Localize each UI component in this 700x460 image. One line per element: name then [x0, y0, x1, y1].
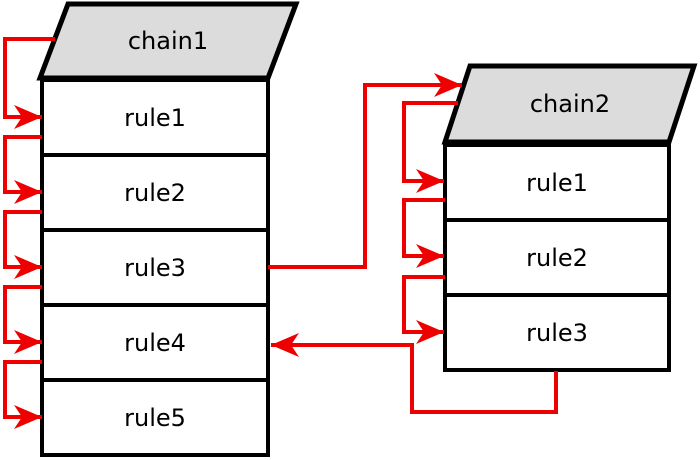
arrow-jump-chain1-rule3-to-chain2: [268, 73, 462, 269]
chain2-rule2-label: rule2: [526, 244, 588, 272]
chain1-rule4-label: rule4: [124, 329, 186, 357]
chain-headers: [36, 1, 698, 145]
chain1-rule2-label: rule2: [124, 179, 186, 207]
arrow-chain1-rule2-to-rule3: [3, 210, 42, 279]
rule-boxes: [40, 78, 671, 457]
chain2-title: chain2: [530, 90, 610, 118]
chain2-rule3-label: rule3: [526, 319, 588, 347]
flow-arrows: [3, 37, 558, 429]
chain2-rule3-box: [443, 293, 671, 372]
arrow-chain1-rule3-to-rule4: [3, 285, 42, 354]
arrow-return-chain2-to-chain1-rule4: [271, 333, 558, 414]
chain2-header-shape: [441, 63, 698, 145]
arrow-chain1-start-to-rule1: [3, 37, 55, 129]
arrow-chain1-rule1-to-rule2: [3, 135, 42, 204]
arrow-chain2-start-to-rule1: [402, 101, 458, 193]
chain2-rule2-box: [443, 218, 671, 297]
arrow-chain2-rule2-to-rule3: [402, 275, 445, 344]
chain2-rule1-label: rule1: [526, 169, 588, 197]
chain1-title: chain1: [128, 27, 208, 55]
labels: chain1 rule1 rule2 rule3 rule4 rule5 cha…: [124, 27, 610, 432]
chain1-rule5-box: [40, 378, 270, 457]
arrow-chain2-rule1-to-rule2: [402, 198, 445, 268]
chain1-rule3-label: rule3: [124, 254, 186, 282]
chain2-rule1-box: [443, 143, 671, 222]
chain1-rule1-label: rule1: [124, 104, 186, 132]
arrow-chain1-rule4-to-rule5: [3, 360, 42, 429]
chain1-rule5-label: rule5: [124, 404, 186, 432]
